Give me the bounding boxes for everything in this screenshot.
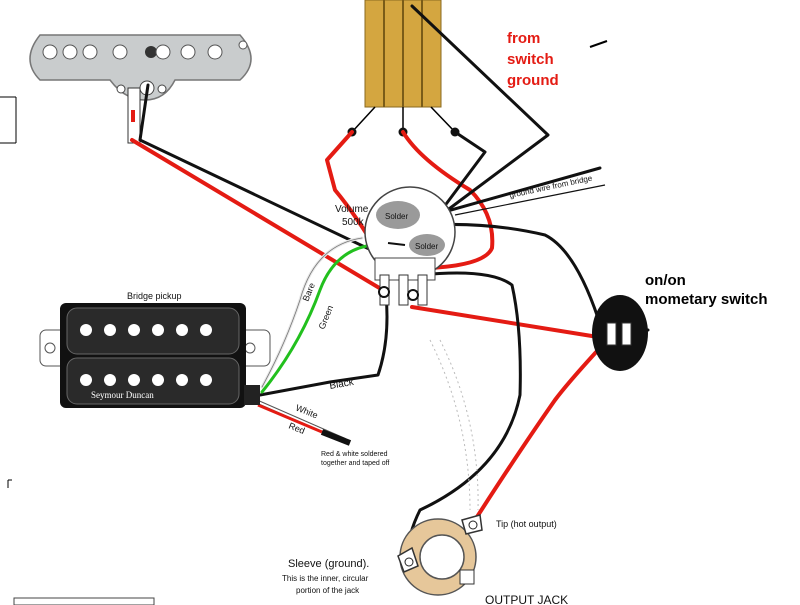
from-label: from xyxy=(507,30,540,47)
white-red-wires xyxy=(257,400,352,446)
switch-type-label: on/on xyxy=(645,272,686,289)
selector-switch xyxy=(347,0,460,137)
switch-label: switch xyxy=(507,51,554,68)
bridge-pickup-label: Bridge pickup xyxy=(127,291,182,301)
momentary-switch xyxy=(592,295,648,371)
sleeve-note-2: portion of the jack xyxy=(296,586,360,595)
neck-pickup xyxy=(29,34,252,144)
frame-lines xyxy=(0,40,608,488)
taped-label-2: together and taped off xyxy=(321,460,389,467)
solder-label-2: Solder xyxy=(415,242,438,251)
switch-name-label: mometary switch xyxy=(645,291,768,308)
taped-label-1: Red & white soldered xyxy=(321,451,388,458)
output-jack xyxy=(13,514,483,605)
ground-label: ground xyxy=(507,72,559,89)
pickup-lead xyxy=(244,385,260,405)
shield-lines xyxy=(429,339,479,511)
black-wires xyxy=(138,4,650,567)
volume-label: Volume xyxy=(335,204,369,215)
solder-label-1: Solder xyxy=(385,212,408,221)
brand-label: Seymour Duncan xyxy=(91,390,154,400)
bridge-pickup xyxy=(39,303,271,408)
green-wire-label: Green xyxy=(317,304,336,331)
volume-value-label: 500k xyxy=(342,217,365,228)
output-jack-label: OUTPUT JACK xyxy=(485,593,568,605)
green-bare-wires xyxy=(260,236,374,394)
pickup-poles xyxy=(80,324,212,386)
sleeve-label: Sleeve (ground). xyxy=(288,558,369,570)
black-wire-label: Black xyxy=(329,377,356,392)
red-wires xyxy=(130,130,612,522)
volume-pot xyxy=(364,186,456,306)
sleeve-note-1: This is the inner, circular xyxy=(282,574,369,583)
bare-wire-label: Bare xyxy=(301,281,317,302)
bridge-ground-wire xyxy=(454,184,606,216)
tip-label: Tip (hot output) xyxy=(496,519,557,529)
